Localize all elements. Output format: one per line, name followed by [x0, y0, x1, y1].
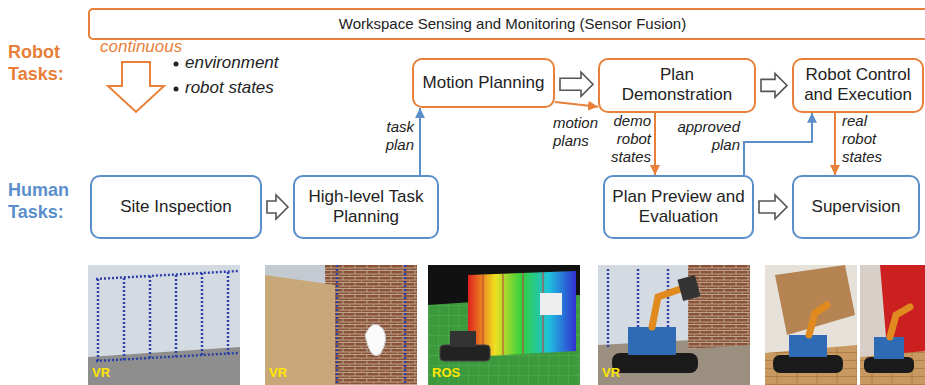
- human-task-box: High-level Task Planning: [293, 175, 439, 239]
- vr-scene: [598, 265, 750, 385]
- edge-label: real robot states: [842, 112, 902, 166]
- robot-task-box: Plan Demonstration: [598, 58, 756, 113]
- flow-arrow: [834, 113, 836, 175]
- image-tag: VR: [269, 365, 287, 381]
- edge-label: approved plan: [674, 118, 740, 154]
- box-text: Robot Control and Execution: [800, 65, 916, 106]
- vr-scene: [88, 265, 240, 385]
- box-text: Plan Preview and Evaluation: [611, 187, 746, 228]
- block-arrow: [759, 195, 787, 219]
- human-task-box: Site Inspection: [90, 175, 262, 239]
- image-tag: VR: [92, 365, 110, 381]
- vr-scene: [265, 265, 417, 385]
- robot-task-box: Motion Planning: [412, 58, 555, 108]
- block-arrow: [267, 195, 288, 219]
- note-label: continuous: [100, 37, 182, 57]
- bullet: [174, 62, 179, 67]
- human-task-box: Supervision: [792, 175, 920, 239]
- robot-photo: [765, 265, 857, 385]
- edge-label: motion plans: [553, 114, 615, 150]
- flow-arrow: [744, 113, 812, 175]
- box-text: Supervision: [812, 197, 901, 217]
- lane-label: Human Tasks:: [8, 180, 74, 223]
- bullet-text: environment: [185, 53, 279, 73]
- box-text: Plan Demonstration: [606, 65, 748, 106]
- box-text: Workspace Sensing and Monitoring (Sensor…: [90, 15, 925, 33]
- box-text: Site Inspection: [120, 197, 232, 217]
- robot-photo: [860, 265, 925, 385]
- edge-label: task plan: [370, 118, 414, 154]
- human-task-box: Plan Preview and Evaluation: [603, 175, 754, 239]
- bullet-text: robot states: [185, 78, 274, 98]
- edge-label: demo robot states: [603, 112, 651, 166]
- box-text: High-level Task Planning: [301, 187, 431, 228]
- image-tag: ROS: [432, 365, 460, 381]
- robot-task-box: Robot Control and Execution: [792, 58, 924, 113]
- image-tag: VR: [602, 365, 620, 381]
- flow-arrow: [419, 108, 421, 175]
- box-text: Motion Planning: [423, 73, 545, 93]
- ros-scene: [428, 265, 580, 385]
- bullet: [174, 87, 179, 92]
- lane-label: Robot Tasks:: [8, 42, 74, 85]
- flow-arrow: [108, 62, 164, 112]
- banner-box: Workspace Sensing and Monitoring (Sensor…: [88, 8, 925, 40]
- block-arrow: [761, 73, 787, 97]
- flow-arrow: [555, 102, 598, 107]
- block-arrow: [560, 72, 593, 96]
- flow-arrow: [654, 113, 656, 175]
